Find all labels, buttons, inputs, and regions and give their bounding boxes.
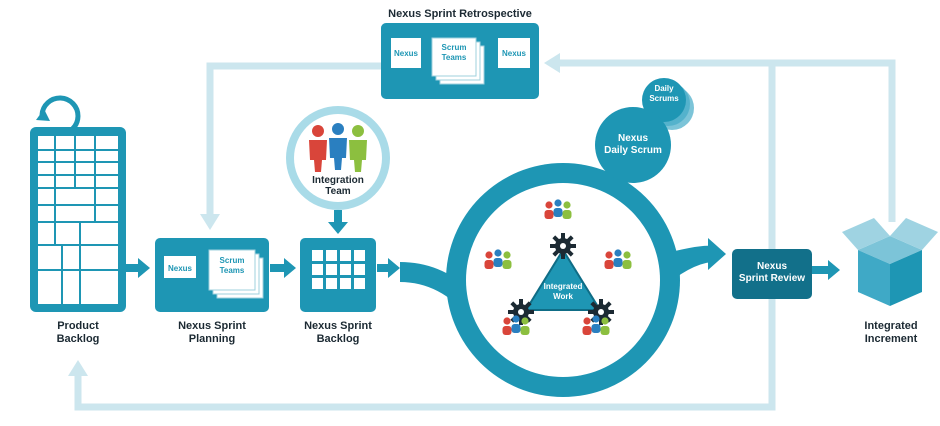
retro-right-box-label: Nexus <box>501 49 526 58</box>
scrum-team-icon <box>604 249 632 269</box>
nexus-daily-scrum-circle <box>595 107 671 183</box>
product-backlog-box <box>30 127 126 312</box>
feedback-arrows <box>68 53 896 411</box>
increment-to-retro-arrow <box>772 59 896 222</box>
sprint-planning-box <box>155 238 269 312</box>
sprint-backlog-to-sprint-arrow <box>377 258 400 278</box>
gear-icon <box>588 299 614 325</box>
scrum-team-icon <box>544 199 572 219</box>
retro-to-planning-arrow <box>206 62 382 220</box>
planning-nexus-box-label: Nexus <box>167 264 192 273</box>
increment-box-icon <box>842 218 938 306</box>
sprint-backlog-box <box>300 238 376 312</box>
retro-left-box-label: Nexus <box>393 49 418 58</box>
sprint-cycle-circle <box>446 163 680 397</box>
integration-team-circle <box>286 106 390 210</box>
planning-to-sprint-backlog-arrow <box>270 258 296 278</box>
red-person-icon <box>309 125 327 172</box>
backlog-to-planning-arrow <box>126 258 150 278</box>
retrospective-title: Nexus Sprint Retrospective <box>388 8 532 20</box>
gear-icon <box>508 299 534 325</box>
scrum-team-icon <box>502 315 530 335</box>
sprint-review-box <box>732 249 812 299</box>
review-to-increment-arrow <box>812 260 840 280</box>
green-person-icon <box>349 125 367 172</box>
gear-icon <box>550 233 576 259</box>
scrum-team-icon <box>484 249 512 269</box>
daily-scrums-stack <box>642 78 694 130</box>
retrospective-box <box>381 23 539 99</box>
team-to-sprint-backlog-arrow <box>328 210 348 234</box>
blue-person-icon <box>329 123 347 170</box>
review-to-backlog-arrow <box>74 280 776 411</box>
scrum-team-icon <box>582 315 610 335</box>
